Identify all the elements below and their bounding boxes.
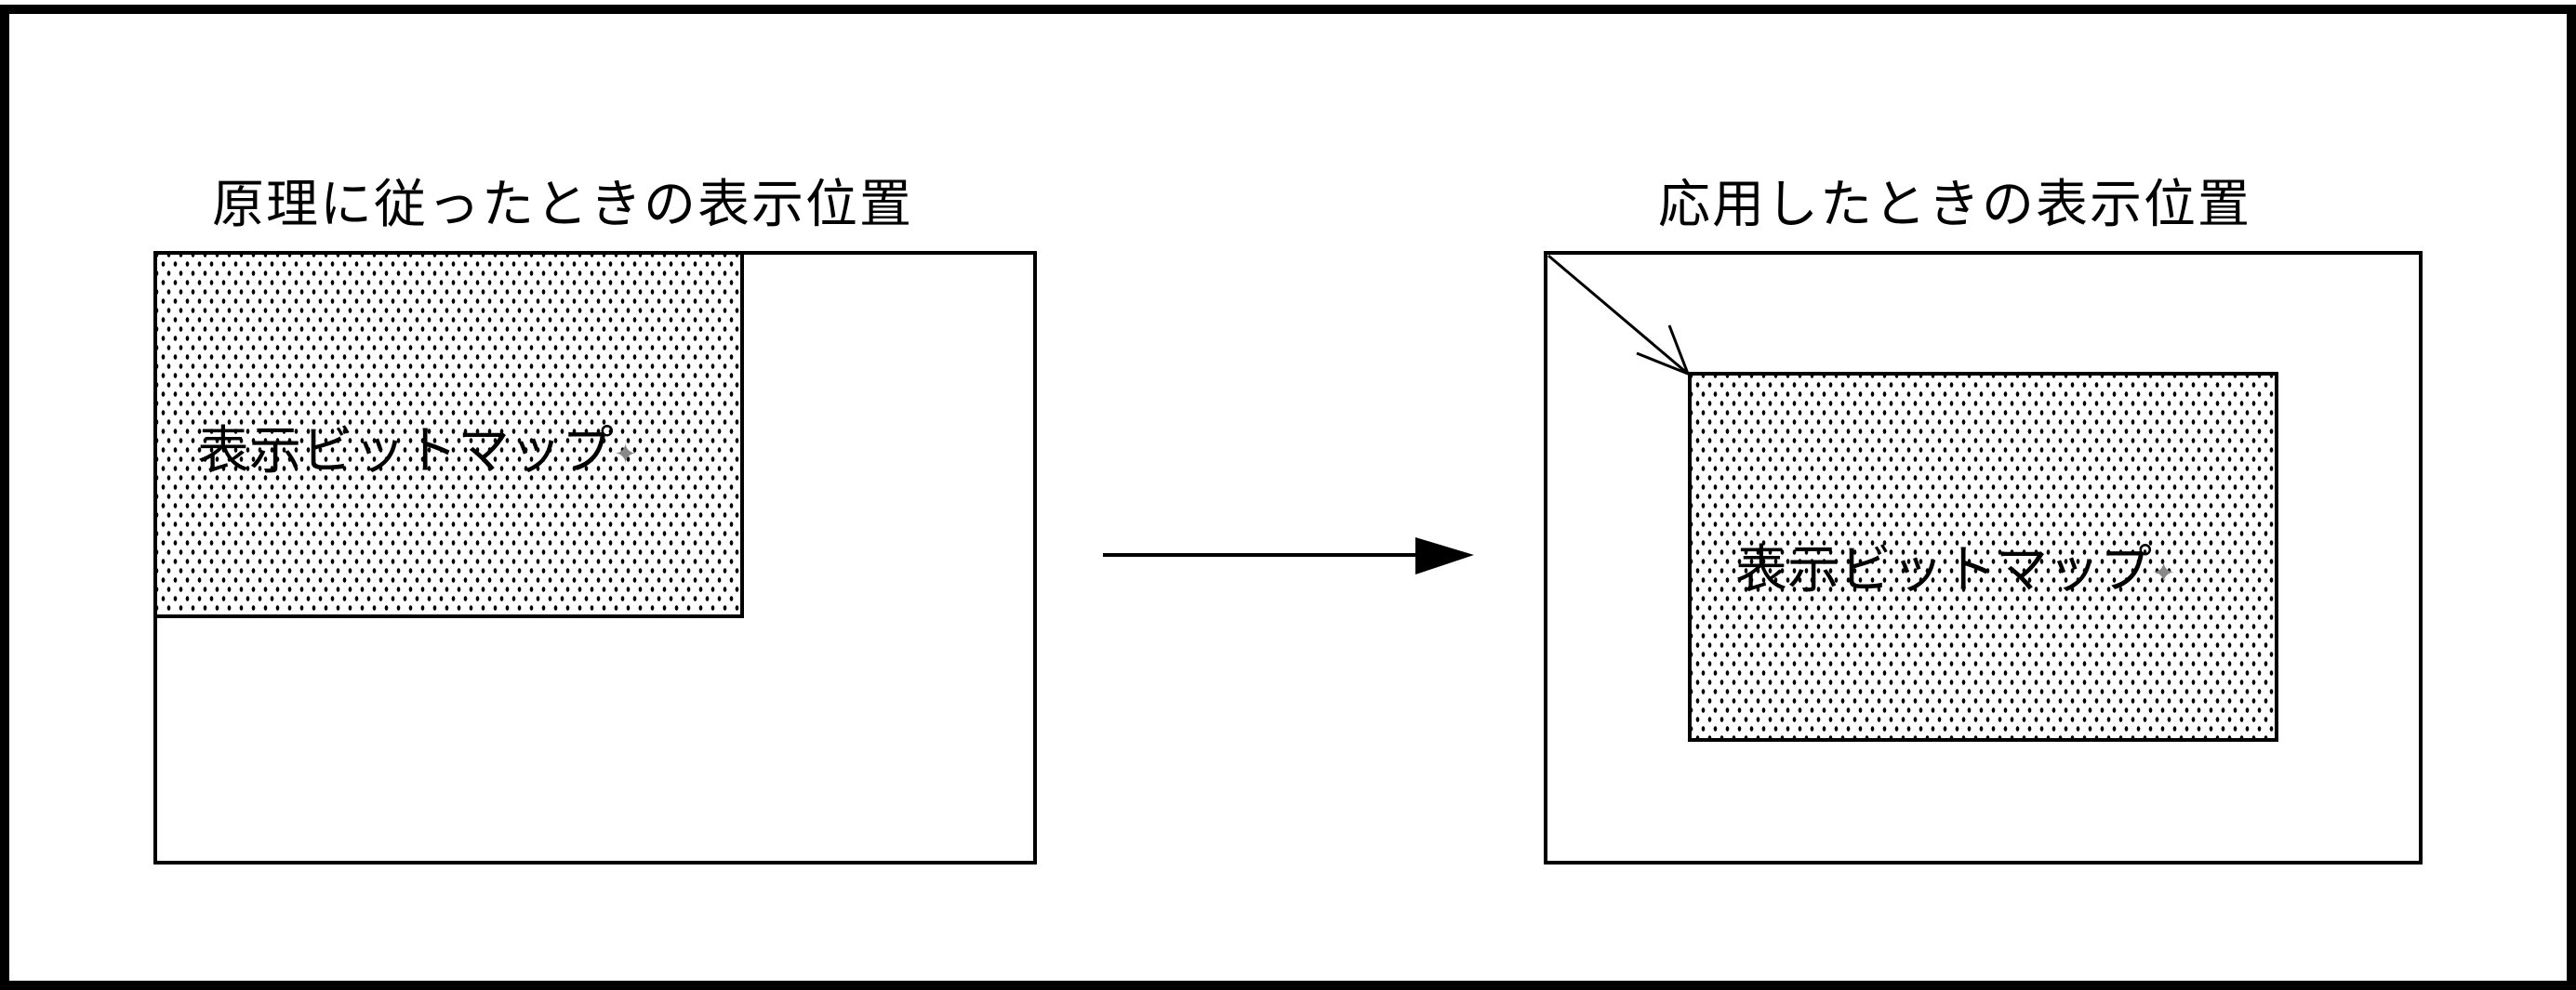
left-bitmap-label-text: 表示ビットマップ — [197, 421, 614, 482]
paragraph-mark-icon: ✦ — [614, 438, 638, 471]
right-panel-title: 応用したときの表示位置 — [1658, 175, 2251, 235]
left-panel-title: 原理に従ったときの表示位置 — [212, 175, 913, 235]
right-bitmap — [1688, 372, 2278, 742]
offset-arrow — [1547, 254, 1691, 376]
right-bitmap-label: 表示ビットマップ✦ — [1735, 528, 2175, 603]
transition-arrow — [1103, 537, 1474, 574]
diagram-frame — [0, 5, 2576, 990]
left-bitmap-label: 表示ビットマップ✦ — [197, 409, 637, 484]
left-bitmap — [153, 251, 744, 618]
right-bitmap-label-text: 表示ビットマップ — [1735, 540, 2152, 601]
paragraph-mark-icon: ✦ — [2152, 557, 2176, 590]
